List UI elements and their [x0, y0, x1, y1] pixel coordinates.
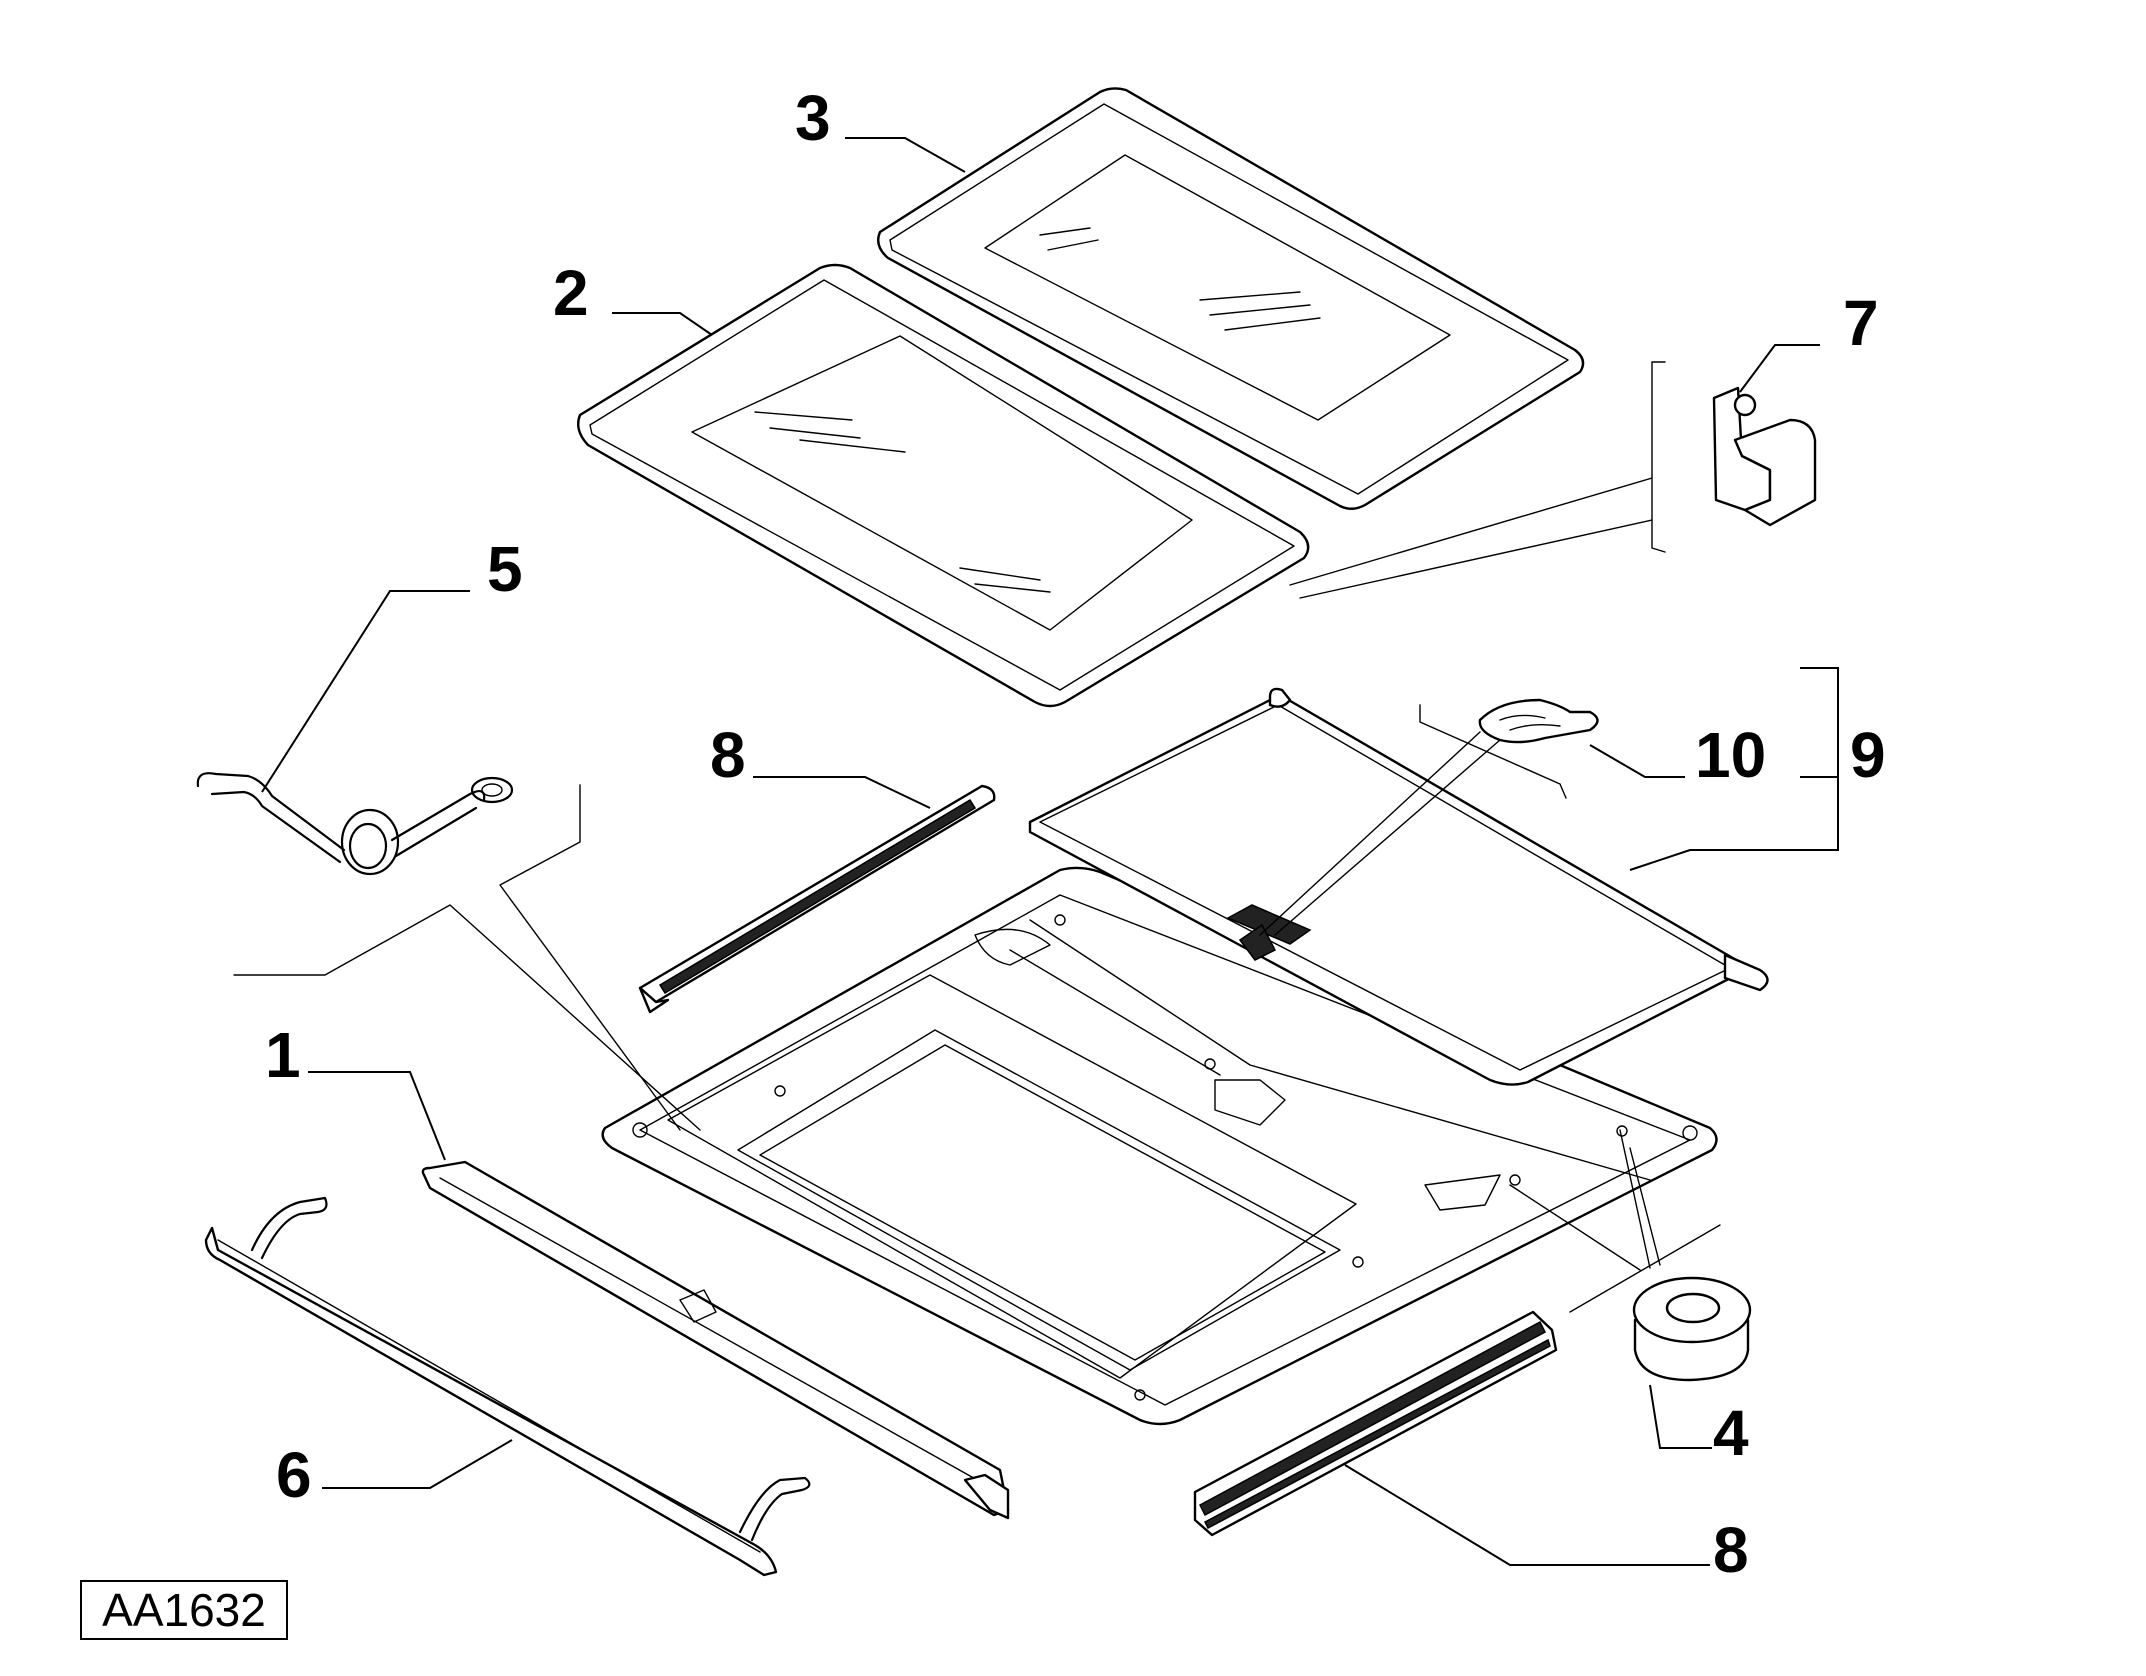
reference-code-label: AA1632 [80, 1580, 288, 1640]
callout-3: 3 [795, 82, 831, 154]
trim-rail-part [204, 1196, 811, 1577]
wind-deflector-part [421, 1160, 1010, 1520]
guide-rail-upper [638, 784, 996, 1014]
callout-1: 1 [265, 1019, 301, 1091]
leader-lines [233, 784, 1721, 1313]
guide-rail-lower [1193, 1310, 1558, 1537]
handle-part [1259, 698, 1599, 936]
callout-7: 7 [1843, 287, 1879, 359]
callout-8-upper: 8 [710, 719, 746, 791]
spring-part [196, 772, 514, 876]
clip-part [1712, 386, 1817, 527]
part-7-leader-lines [1289, 361, 1666, 599]
callout-2: 2 [553, 257, 589, 329]
grommet-part [1632, 1276, 1752, 1382]
roof-frame [601, 866, 1718, 1426]
callout-10: 10 [1695, 719, 1766, 791]
callout-numbers: 3 2 7 5 8 10 9 1 6 4 8 [265, 82, 1886, 1586]
callout-8-lower: 8 [1713, 1514, 1749, 1586]
glass-panel-rear [877, 87, 1585, 510]
callout-5: 5 [487, 533, 523, 605]
callout-4: 4 [1713, 1397, 1749, 1469]
callout-6: 6 [276, 1439, 312, 1511]
sunshade-part [1028, 687, 1769, 1086]
callout-9: 9 [1850, 719, 1886, 791]
callout-leaders [261, 137, 1839, 1566]
glass-panel-front [577, 263, 1310, 708]
